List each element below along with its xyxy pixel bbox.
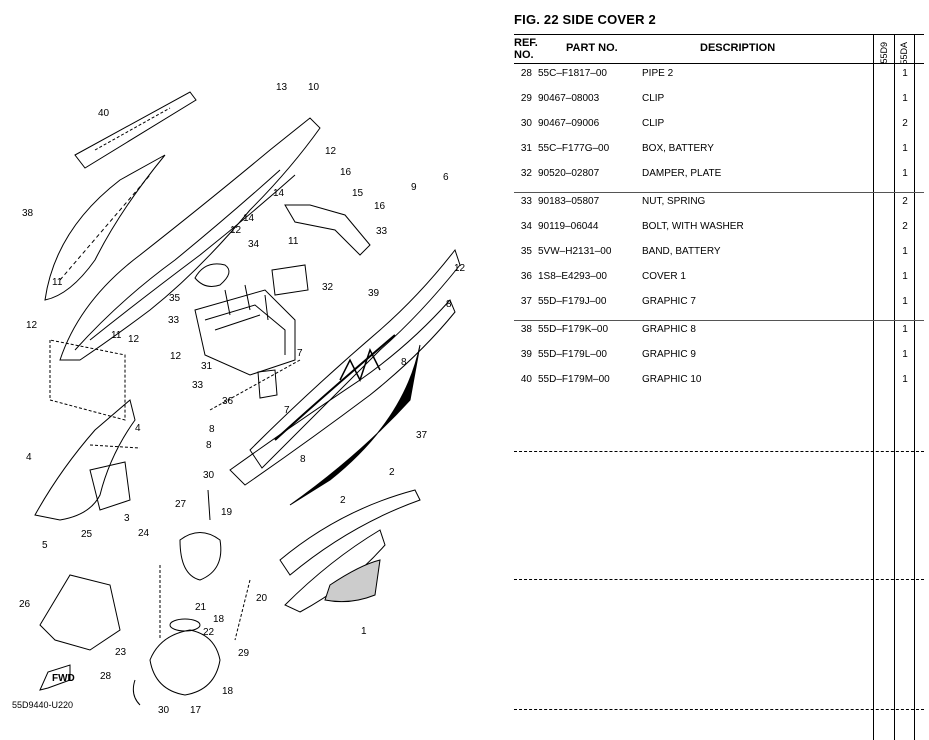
callout: 8 xyxy=(446,299,452,310)
callout: 6 xyxy=(443,172,449,183)
callout: 32 xyxy=(322,282,334,293)
group-rule xyxy=(514,579,924,580)
callout: 21 xyxy=(195,602,207,613)
callout: 39 xyxy=(368,288,380,299)
callout: 1 xyxy=(361,626,367,637)
callout: 38 xyxy=(22,208,34,219)
callout: 19 xyxy=(221,507,233,518)
callout: 31 xyxy=(201,361,213,372)
callout: 30 xyxy=(158,705,170,716)
callout: 3 xyxy=(124,513,130,524)
table-top-rule xyxy=(514,34,924,35)
callout: 27 xyxy=(175,499,187,510)
callout: 17 xyxy=(190,705,202,716)
callout: 33 xyxy=(192,380,204,391)
callout: 12 xyxy=(230,225,242,236)
callout: 7 xyxy=(284,405,290,416)
callout: 2 xyxy=(389,467,395,478)
fwd-label: FWD xyxy=(52,673,75,684)
callout: 36 xyxy=(222,396,234,407)
callout: 12 xyxy=(325,146,337,157)
callout: 23 xyxy=(115,647,127,658)
callout: 16 xyxy=(374,201,386,212)
callout: 34 xyxy=(248,239,260,250)
figure-title: FIG. 22 SIDE COVER 2 xyxy=(514,12,656,27)
callout: 8 xyxy=(300,454,306,465)
description-header: DESCRIPTION xyxy=(700,42,776,54)
group-rule xyxy=(514,709,924,710)
callout: 7 xyxy=(297,348,303,359)
callout: 12 xyxy=(26,320,38,331)
column-divider xyxy=(894,34,895,740)
callout: 14 xyxy=(273,188,285,199)
callout: 37 xyxy=(416,430,428,441)
callout: 2 xyxy=(340,495,346,506)
column-divider xyxy=(914,34,915,740)
callout: 8 xyxy=(401,357,407,368)
callout: 13 xyxy=(276,82,288,93)
callout: 28 xyxy=(100,671,112,682)
callout-labels: 13 10 40 12 16 14 15 38 16 9 6 12 34 33 … xyxy=(19,82,466,716)
group-rule xyxy=(514,192,924,193)
callout: 4 xyxy=(135,423,141,434)
callout: 18 xyxy=(213,614,225,625)
callout: 5 xyxy=(42,540,48,551)
callout: 4 xyxy=(26,452,32,463)
callout: 30 xyxy=(203,470,215,481)
callout: 9 xyxy=(411,182,417,193)
callout: 12 xyxy=(170,351,182,362)
callout: 20 xyxy=(256,593,268,604)
model-55d9-header: 55D9 xyxy=(879,42,889,64)
callout: 33 xyxy=(168,315,180,326)
callout: 12 xyxy=(128,334,140,345)
model-55da-header: 55DA xyxy=(899,42,909,65)
callout: 10 xyxy=(308,82,320,93)
callout: 18 xyxy=(222,686,234,697)
callout: 11 xyxy=(288,236,299,247)
callout: 8 xyxy=(206,440,212,451)
column-divider xyxy=(873,34,874,740)
callout: 29 xyxy=(238,648,250,659)
callout: 35 xyxy=(169,293,181,304)
callout: 22 xyxy=(203,627,215,638)
callout: 24 xyxy=(138,528,150,539)
diagram-code: 55D9440-U220 xyxy=(12,700,74,710)
callout: 8 xyxy=(209,424,215,435)
callout: 12 xyxy=(454,263,466,274)
group-rule xyxy=(514,320,924,321)
group-rule xyxy=(514,451,924,452)
callout: 16 xyxy=(340,167,352,178)
callout: 14 xyxy=(243,213,255,224)
callout: 40 xyxy=(98,108,110,119)
callout: 11 xyxy=(52,277,63,288)
callout: 25 xyxy=(81,529,93,540)
fwd-arrow-icon: FWD xyxy=(39,664,75,691)
callout: 26 xyxy=(19,599,31,610)
callout: 15 xyxy=(352,188,364,199)
part-no-header: PART NO. xyxy=(566,42,618,54)
header-bottom-rule xyxy=(514,63,924,64)
ref-no-header: REF. NO. xyxy=(514,37,538,61)
callout: 11 xyxy=(111,330,122,341)
side-cover-diagram: FWD 13 10 40 12 16 14 15 38 16 9 6 12 34… xyxy=(19,82,466,716)
callout: 33 xyxy=(376,226,388,237)
